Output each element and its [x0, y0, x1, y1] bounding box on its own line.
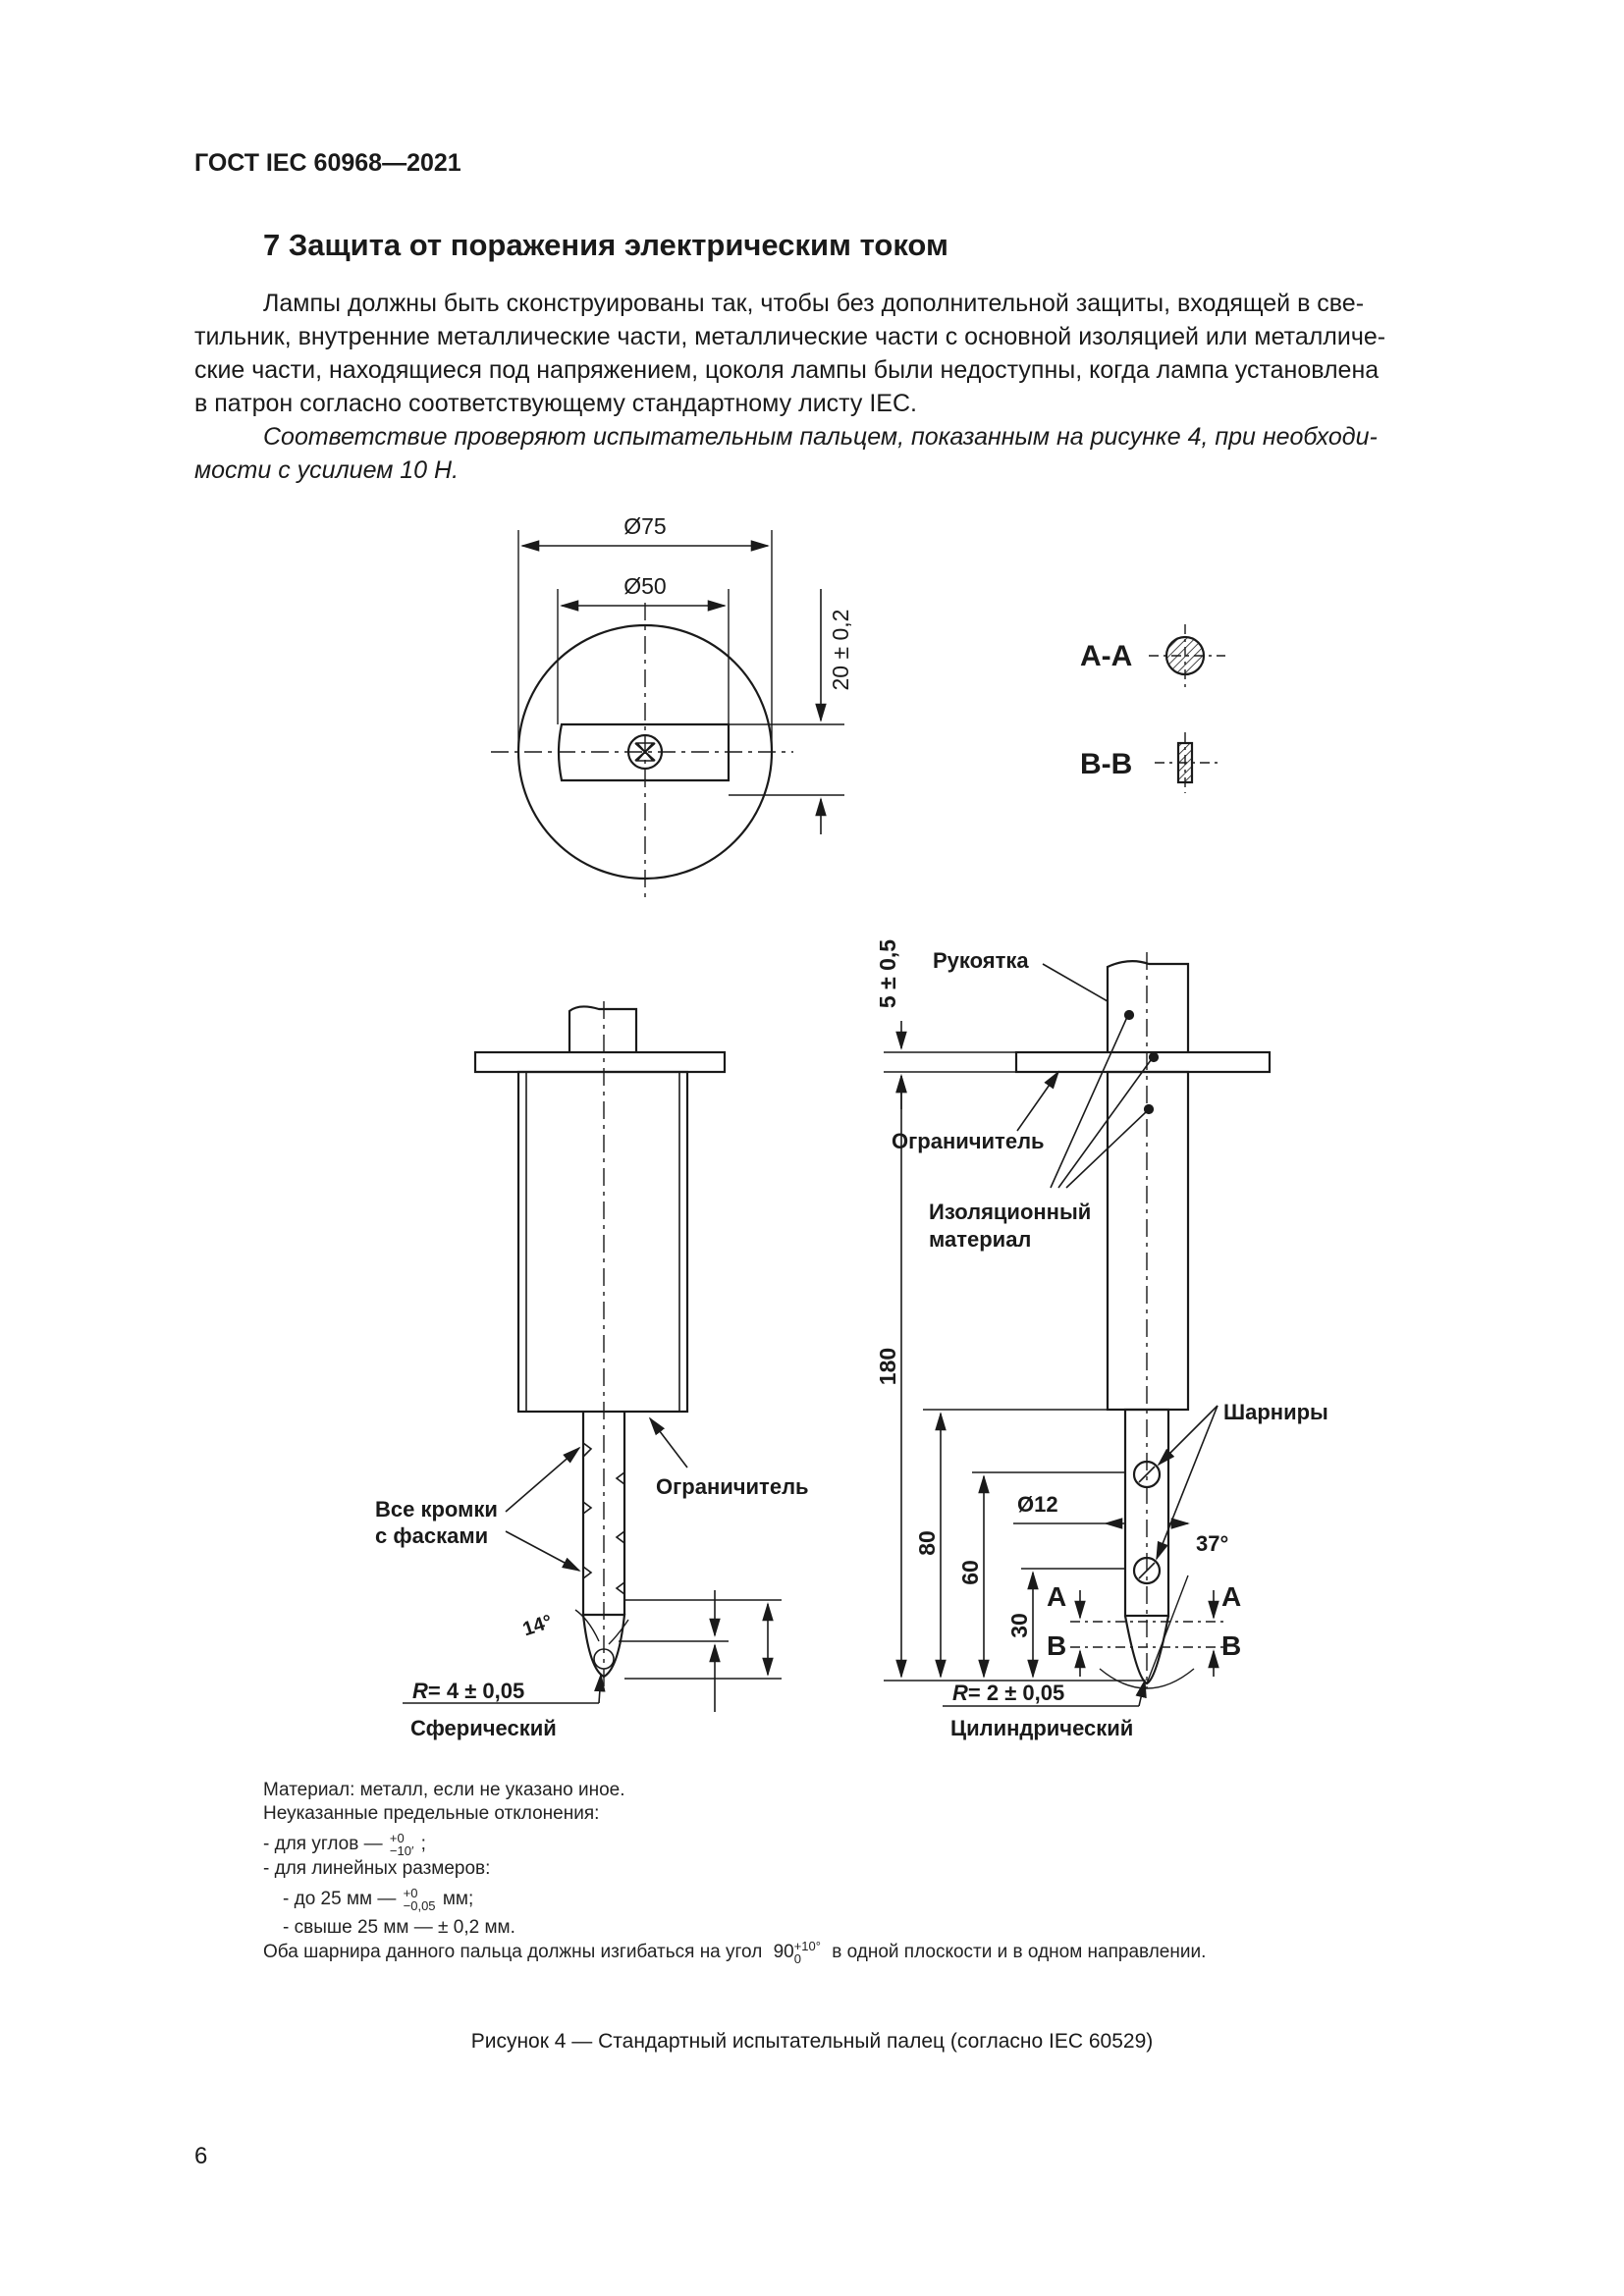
note-material: Материал: металл, если не указано иное.	[263, 1780, 625, 1800]
label-edges-1: Все кромки	[375, 1497, 498, 1522]
paragraph-line: в патрон согласно соответствующему станд…	[194, 390, 917, 417]
radius-value: = 2 ± 0,05	[968, 1681, 1064, 1705]
paragraph-line: тильник, внутренние металлические части,…	[194, 323, 1386, 350]
note-upto25-suffix: мм;	[442, 1889, 474, 1910]
section-title: 7 Защита от поражения электрическим токо…	[263, 228, 948, 262]
document-header: ГОСТ IEC 60968—2021	[194, 149, 461, 177]
right-view	[884, 952, 1272, 1707]
label-insulation-2: материал	[929, 1227, 1031, 1252]
note-angles-tolerance: +0 −10′	[390, 1832, 414, 1857]
dim-30: 30	[1006, 1613, 1032, 1638]
note-angles-prefix: - для углов —	[263, 1834, 383, 1855]
flange	[473, 1050, 727, 1074]
radius-right: R= 2 ± 0,05	[952, 1681, 1064, 1705]
left-view	[403, 1001, 782, 1712]
paragraph-line: мости с усилием 10 Н.	[194, 456, 460, 484]
note-upto25-tolerance: +0 −0,05	[404, 1887, 436, 1912]
section-mark-b-left: B	[1047, 1630, 1066, 1661]
section-mark-b-right: B	[1221, 1630, 1241, 1661]
paragraph-line: Соответствие проверяют испытательным пал…	[263, 423, 1378, 451]
dim-180: 180	[875, 1348, 900, 1385]
handle-stub	[568, 1005, 638, 1052]
label-joints: Шарниры	[1223, 1400, 1328, 1424]
label-stop-right: Ограничитель	[892, 1129, 1045, 1153]
insulated-body	[1106, 1070, 1190, 1412]
stop-body	[516, 1070, 689, 1414]
section-mark-a-left: A	[1047, 1581, 1066, 1612]
paragraph-2: Соответствие проверяют испытательным пал…	[194, 420, 1510, 487]
radius-value: = 4 ± 0,05	[428, 1679, 524, 1703]
tol-upper: +0	[389, 1831, 405, 1845]
note-joints-tolerance: +10° 0	[794, 1940, 821, 1965]
note-angles-suffix: ;	[420, 1834, 426, 1855]
note-linear: - для линейных размеров:	[263, 1858, 491, 1879]
label-insulation-1: Изоляционный	[929, 1200, 1091, 1224]
page-number: 6	[194, 2143, 208, 2169]
dim-outer-diameter: Ø75	[623, 513, 666, 539]
figure-caption: Рисунок 4 — Стандартный испытательный па…	[470, 2030, 1154, 2053]
dim-5: 5 ± 0,5	[875, 939, 900, 1008]
paragraph-line: Лампы должны быть сконструированы так, ч…	[263, 290, 1365, 317]
tol-lower: −0,05	[403, 1898, 436, 1913]
angle-14: 14°	[520, 1611, 556, 1640]
tip-type-cylindrical: Цилиндрический	[950, 1716, 1133, 1740]
note-over25: - свыше 25 мм — ± 0,2 мм.	[283, 1917, 515, 1938]
note-tolerances: Неуказанные предельные отклонения:	[263, 1803, 600, 1824]
dim-height-tolerance: 20 ± 0,2	[828, 610, 853, 691]
paragraph-1: Лампы должны быть сконструированы так, ч…	[194, 287, 1510, 420]
note-joints-angle: 90	[773, 1942, 794, 1963]
paragraph-line: ские части, находящиеся под напряжением,…	[194, 356, 1380, 384]
top-view	[491, 530, 844, 899]
section-mark-a-right: A	[1221, 1581, 1241, 1612]
dim-60: 60	[957, 1560, 983, 1585]
note-joints-prefix: Оба шарнира данного пальца должны изгиба…	[263, 1942, 763, 1963]
section-aa-label: A-A	[1080, 640, 1132, 672]
handle	[1106, 960, 1190, 1052]
angle-37: 37°	[1196, 1531, 1228, 1556]
tol-lower: 0	[793, 1951, 801, 1966]
dim-80: 80	[914, 1530, 940, 1556]
note-upto25: - до 25 мм — +0 −0,05 мм;	[263, 1887, 1206, 1912]
radius-r-symbol: R	[952, 1681, 968, 1705]
dim-diameter-12: Ø12	[1017, 1492, 1058, 1517]
note-upto25-prefix: - до 25 мм —	[283, 1889, 397, 1910]
slot-plate	[557, 722, 731, 782]
note-joints-suffix: в одной плоскости и в одном направлении.	[832, 1942, 1207, 1963]
section-bb-label: B-B	[1080, 748, 1132, 780]
tol-upper: +0	[403, 1886, 418, 1900]
tol-upper: +10°	[793, 1939, 821, 1953]
radius-r-symbol: R	[412, 1679, 428, 1703]
label-edges-2: с фасками	[375, 1523, 488, 1548]
label-handle: Рукоятка	[933, 948, 1029, 973]
section-views	[1149, 624, 1225, 793]
note-joints: Оба шарнира данного пальца должны изгиба…	[263, 1940, 1206, 1965]
radius-left: R= 4 ± 0,05	[412, 1679, 524, 1703]
note-angles: - для углов — +0 −10′ ;	[263, 1832, 1206, 1857]
tol-lower: −10′	[389, 1843, 414, 1858]
flange	[1014, 1050, 1272, 1074]
label-stop-left: Ограничитель	[656, 1474, 809, 1499]
dim-inner-diameter: Ø50	[623, 573, 666, 599]
tip-type-spherical: Сферический	[410, 1716, 557, 1740]
figure-notes: Материал: металл, если не указано иное. …	[263, 1779, 1206, 1965]
